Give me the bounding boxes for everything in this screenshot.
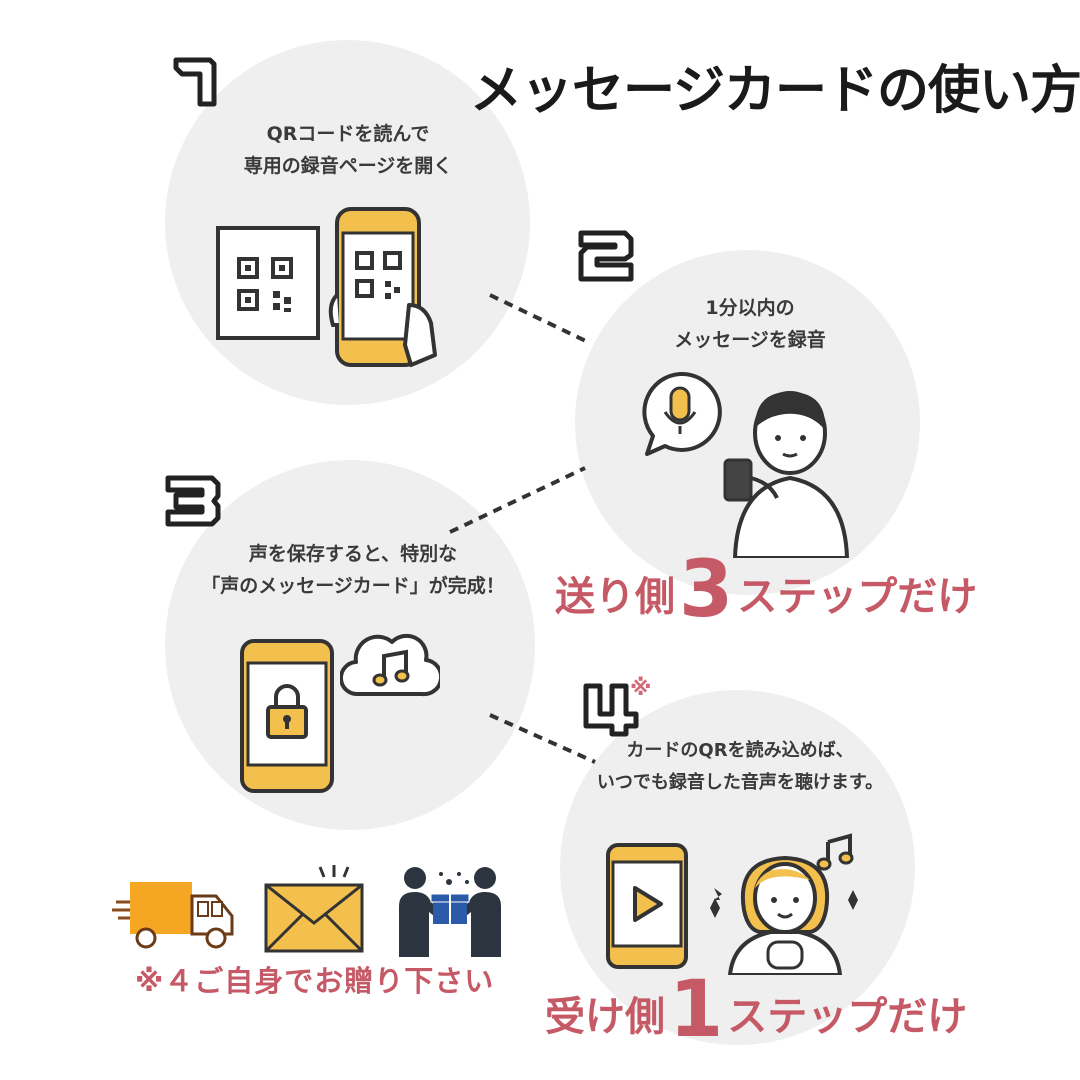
- self-delivery-note: ※４ご自身でお贈り下さい: [135, 964, 495, 998]
- phone-play-icon: [606, 843, 688, 969]
- gift-handover-icon: [399, 867, 501, 957]
- step2-number: [578, 230, 634, 282]
- step1-description: QRコードを読んで 専用の録音ページを開く: [243, 123, 453, 177]
- step3-circle: [165, 460, 535, 830]
- step3-description: 声を保存すると、特別な 「声のメッセージカード」が完成！: [201, 543, 505, 597]
- cloud-music-icon: [340, 633, 440, 697]
- envelope-icon: [264, 865, 364, 953]
- mic-bubble-icon: [642, 371, 722, 456]
- delivery-truck-icon: [112, 882, 234, 949]
- phone-lock-icon: [240, 639, 334, 793]
- qr-card-icon: [216, 226, 320, 340]
- page-title: メッセージカードの使い方: [470, 61, 1080, 121]
- woman-music-icon: [710, 833, 858, 975]
- person-phone-icon: [723, 391, 850, 558]
- step1-number: 1: [173, 57, 217, 107]
- step3-number: [165, 475, 221, 527]
- step4-note-mark: ※: [630, 676, 652, 701]
- phone-scan-icon: [328, 207, 437, 367]
- step4-number: [583, 683, 639, 737]
- step2-description: 1分以内の メッセージを録音: [674, 297, 826, 351]
- step4-description: カードのQRを読み込めば、 いつでも録音した音声を聴けます。: [596, 740, 884, 793]
